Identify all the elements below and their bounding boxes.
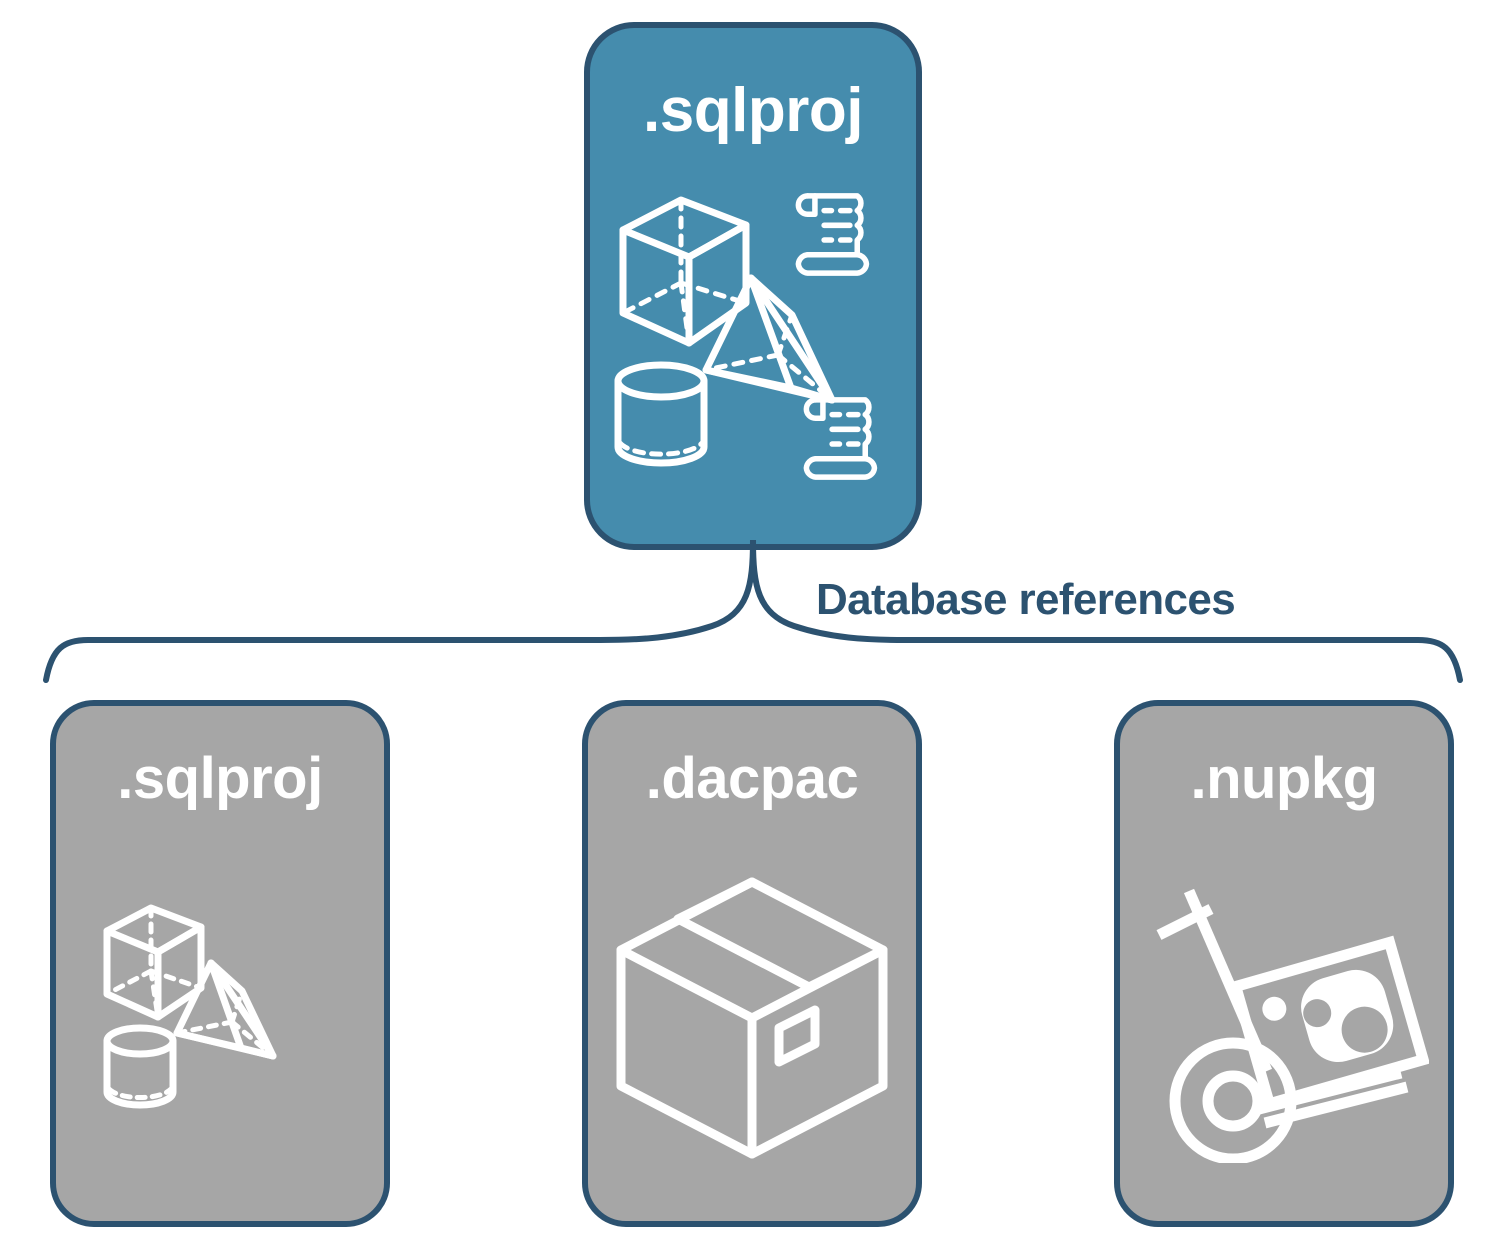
child-card-nupkg[interactable]: .nupkg <box>1114 700 1454 1227</box>
parent-card-sqlproj[interactable]: .sqlproj <box>584 22 922 550</box>
pyramid-wireframe-icon <box>173 959 277 1059</box>
shipping-box-icon <box>616 877 888 1158</box>
cylinder-wireframe-icon <box>614 361 708 467</box>
parent-card-title: .sqlproj <box>643 76 863 145</box>
database-references-label: Database references <box>816 575 1236 624</box>
child-card-title-sqlproj: .sqlproj <box>117 746 323 811</box>
child-card-dacpac[interactable]: .dacpac <box>582 700 922 1227</box>
child-card-artwork-dacpac <box>588 814 916 1221</box>
child-card-artwork-nupkg <box>1120 814 1448 1221</box>
child-card-artwork-sqlproj <box>56 814 384 1221</box>
hand-truck-package-icon <box>1156 888 1429 1163</box>
child-card-sqlproj[interactable]: .sqlproj <box>50 700 390 1227</box>
scroll-script-icon <box>795 193 870 276</box>
package-icon <box>1228 935 1429 1111</box>
cube-wireframe-icon <box>103 904 205 1020</box>
scroll-script-icon <box>803 397 878 480</box>
child-card-title-dacpac: .dacpac <box>645 746 859 811</box>
parent-icon-group <box>614 193 878 480</box>
database-references-brace <box>43 540 1463 683</box>
cube-wireframe-icon <box>619 196 750 347</box>
shapes-icon-group <box>103 904 277 1108</box>
cylinder-wireframe-icon <box>103 1024 177 1108</box>
parent-card-artwork <box>590 136 916 544</box>
child-card-title-nupkg: .nupkg <box>1190 746 1378 811</box>
